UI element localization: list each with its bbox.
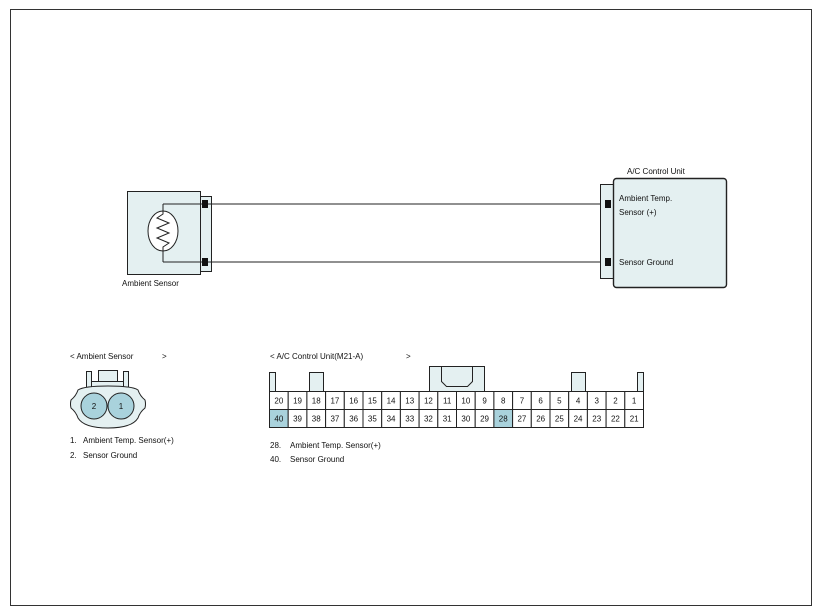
unit-pin-number-6: 6 bbox=[538, 397, 543, 406]
unit-pin-number-19: 19 bbox=[293, 397, 302, 406]
unit-pin-number-27: 27 bbox=[517, 415, 526, 424]
unit-pin-number-21: 21 bbox=[630, 415, 639, 424]
unit-connector-title-end: > bbox=[406, 352, 411, 361]
sensor-connector-title-end: > bbox=[162, 352, 167, 361]
unit-pin-number-25: 25 bbox=[555, 415, 564, 424]
unit-pin-40 bbox=[605, 258, 611, 266]
unit-pin-number-3: 3 bbox=[595, 397, 600, 406]
sensor-connector-pin-1 bbox=[107, 392, 135, 420]
sensor-legend-num-1: 1. bbox=[70, 436, 77, 445]
unit-connector-key-18 bbox=[309, 372, 324, 392]
unit-pin-number-2: 2 bbox=[613, 397, 618, 406]
diagram-frame bbox=[10, 9, 812, 606]
sensor-name: Ambient Sensor bbox=[122, 279, 179, 288]
unit-pin-number-13: 13 bbox=[405, 397, 414, 406]
unit-pin-number-12: 12 bbox=[424, 397, 433, 406]
sensor-connector-pin-2 bbox=[80, 392, 108, 420]
unit-pin-number-39: 39 bbox=[293, 415, 302, 424]
unit-pin-number-28: 28 bbox=[499, 415, 508, 424]
unit-pin-cell-21 bbox=[624, 409, 644, 428]
unit-pin-number-18: 18 bbox=[312, 397, 321, 406]
unit-pin-number-16: 16 bbox=[349, 397, 358, 406]
unit-pin-number-9: 9 bbox=[482, 397, 487, 406]
unit-pin-number-23: 23 bbox=[592, 415, 601, 424]
unit-connector-lock bbox=[429, 366, 485, 392]
unit-pin-number-35: 35 bbox=[368, 415, 377, 424]
unit-pin-number-15: 15 bbox=[368, 397, 377, 406]
unit-pin-number-26: 26 bbox=[536, 415, 545, 424]
unit-pin-number-34: 34 bbox=[387, 415, 396, 424]
sensor-legend-text-1: Ambient Temp. Sensor(+) bbox=[83, 436, 174, 445]
unit-pin-28 bbox=[605, 200, 611, 208]
unit-connector-key-left bbox=[269, 372, 276, 392]
sensor-pin-label-1: 1 bbox=[119, 402, 124, 411]
unit-legend-num-40: 40. bbox=[270, 455, 281, 464]
thermistor-resistor-zigzag bbox=[155, 204, 171, 262]
sensor-pin-2 bbox=[202, 258, 208, 266]
sensor-connector-title: < Ambient Sensor bbox=[70, 352, 134, 361]
unit-pin-number-4: 4 bbox=[576, 397, 581, 406]
unit-pin-number-32: 32 bbox=[424, 415, 433, 424]
unit-legend-num-28: 28. bbox=[270, 441, 281, 450]
unit-pin-number-36: 36 bbox=[349, 415, 358, 424]
unit-connector-key-4 bbox=[571, 372, 586, 392]
control-unit-name: A/C Control Unit bbox=[627, 167, 686, 176]
unit-pin-number-30: 30 bbox=[461, 415, 470, 424]
unit-legend-text-28: Ambient Temp. Sensor(+) bbox=[290, 441, 381, 450]
unit-pin-number-20: 20 bbox=[274, 397, 283, 406]
unit-pin-number-8: 8 bbox=[501, 397, 506, 406]
ambient-sensor-connector: < Ambient Sensor > 2 1 1. Ambient Temp. … bbox=[70, 352, 174, 460]
unit-body bbox=[612, 177, 728, 289]
unit-connector-key-right bbox=[637, 372, 644, 392]
unit-pin-number-29: 29 bbox=[480, 415, 489, 424]
sensor-pin-label-2: 2 bbox=[92, 402, 97, 411]
unit-pin-number-17: 17 bbox=[330, 397, 339, 406]
sensor-legend-text-2: Sensor Ground bbox=[83, 451, 137, 460]
unit-pin-number-22: 22 bbox=[611, 415, 620, 424]
unit-pin-number-5: 5 bbox=[557, 397, 562, 406]
ambient-sensor: Ambient Sensor bbox=[122, 191, 212, 288]
unit-pin-number-14: 14 bbox=[387, 397, 396, 406]
unit-pin-label-ground: Sensor Ground bbox=[619, 258, 673, 267]
unit-pin-number-33: 33 bbox=[405, 415, 414, 424]
unit-pin-number-1: 1 bbox=[632, 397, 637, 406]
unit-pin-label-ambient-2: Sensor (+) bbox=[619, 208, 657, 217]
unit-pin-number-40: 40 bbox=[274, 415, 283, 424]
unit-pin-number-38: 38 bbox=[312, 415, 321, 424]
unit-pin-number-31: 31 bbox=[443, 415, 452, 424]
unit-pin-number-37: 37 bbox=[330, 415, 339, 424]
unit-connector-title: < A/C Control Unit(M21-A) bbox=[270, 352, 363, 361]
unit-pin-number-7: 7 bbox=[520, 397, 525, 406]
sensor-legend-num-2: 2. bbox=[70, 451, 77, 460]
unit-pin-number-11: 11 bbox=[443, 397, 452, 406]
unit-connector-lock-inner bbox=[441, 366, 473, 387]
unit-legend-text-40: Sensor Ground bbox=[290, 455, 344, 464]
unit-pin-number-24: 24 bbox=[574, 415, 583, 424]
unit-pin-label-ambient-1: Ambient Temp. bbox=[619, 194, 672, 203]
ac-control-unit: A/C Control Unit Ambient Temp. Sensor (+… bbox=[600, 167, 728, 289]
unit-pin-number-10: 10 bbox=[461, 397, 470, 406]
sensor-pin-1 bbox=[202, 200, 208, 208]
